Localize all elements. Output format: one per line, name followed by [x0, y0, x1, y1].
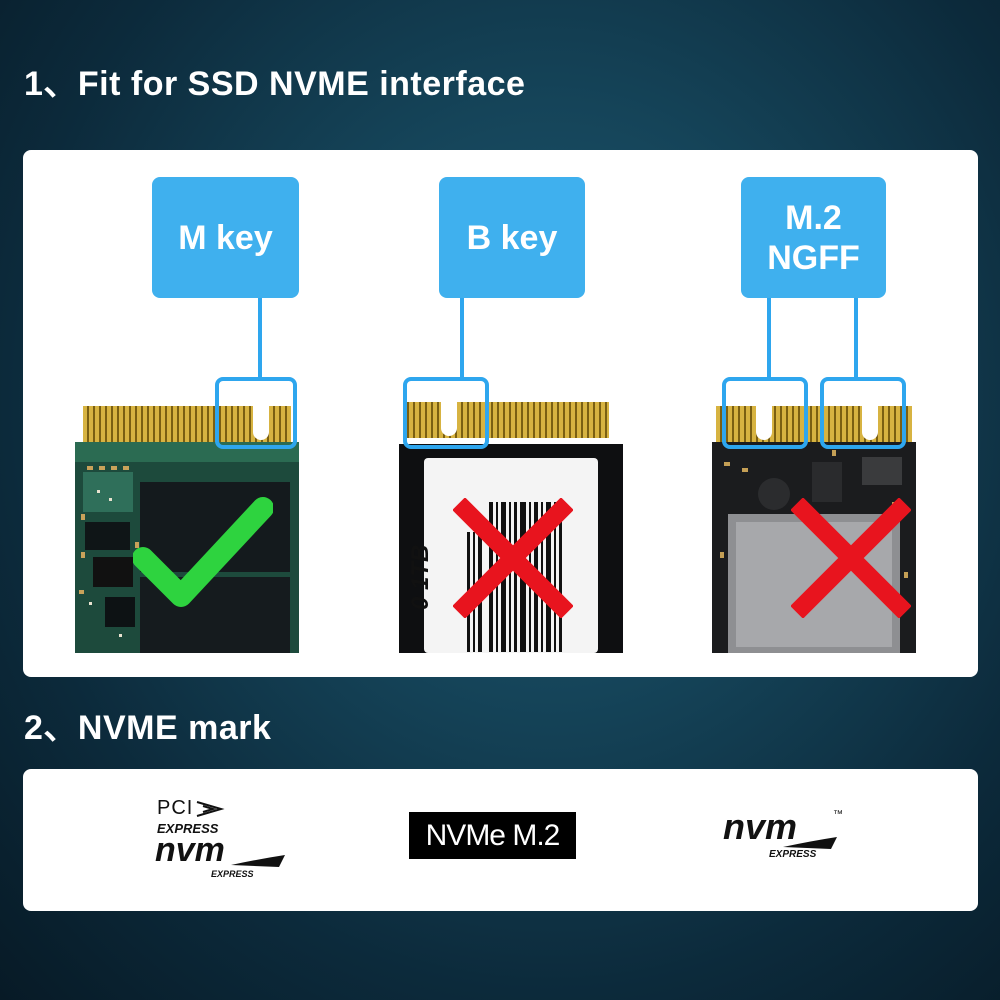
m-key-connector-line — [258, 298, 262, 378]
swoosh-icon — [231, 855, 285, 867]
b-key-connector-line — [460, 298, 464, 378]
cross-icon — [791, 498, 911, 618]
ngff-text-line2: NGFF — [767, 238, 860, 277]
pci-arrow-icon — [197, 800, 225, 817]
swoosh-icon — [783, 837, 837, 849]
nvm-text: nvm — [155, 831, 225, 869]
m-key-notch-highlight — [215, 377, 297, 449]
m-key-label: M key — [152, 177, 299, 298]
ngff-left-notch-highlight — [722, 377, 808, 449]
m-key-text: M key — [178, 218, 273, 257]
b-key-label: B key — [439, 177, 585, 298]
cross-icon — [453, 498, 573, 618]
pci-express-nvm-logo: PCI EXPRESS nvm EXPRESS — [153, 795, 303, 885]
check-icon — [133, 497, 273, 607]
ngff-text-line1: M.2 — [785, 198, 842, 237]
trademark-text: ™ — [833, 809, 843, 820]
b-key-text: B key — [466, 218, 558, 257]
ngff-right-notch-highlight — [820, 377, 906, 449]
interface-comparison-panel: M key 0 1TB B key — [23, 150, 978, 677]
section-1-title: 1、Fit for SSD NVME interface — [24, 65, 526, 103]
nvm-express-logo: nvm ™ EXPRESS — [723, 809, 853, 869]
b-key-notch-highlight — [403, 377, 489, 449]
express-logo-small-text: EXPRESS — [769, 849, 817, 860]
ngff-ssd-image — [712, 402, 916, 653]
section-2-title: 2、NVME mark — [24, 709, 272, 747]
ngff-connector-line-left — [767, 298, 771, 378]
m-key-ssd-image — [75, 402, 299, 653]
pci-text: PCI — [157, 797, 194, 819]
nvme-marks-panel: PCI EXPRESS nvm EXPRESS NVMe M.2 nvm ™ E… — [23, 769, 978, 911]
express-small-text: EXPRESS — [211, 869, 254, 879]
ngff-connector-line-right — [854, 298, 858, 378]
nvm-logo-text: nvm — [723, 806, 798, 847]
ngff-label: M.2 NGFF — [741, 177, 886, 298]
express-text: EXPRESS — [157, 821, 219, 836]
b-key-card-label: 0 1TB — [407, 544, 434, 610]
nvme-m2-badge: NVMe M.2 — [409, 812, 576, 859]
